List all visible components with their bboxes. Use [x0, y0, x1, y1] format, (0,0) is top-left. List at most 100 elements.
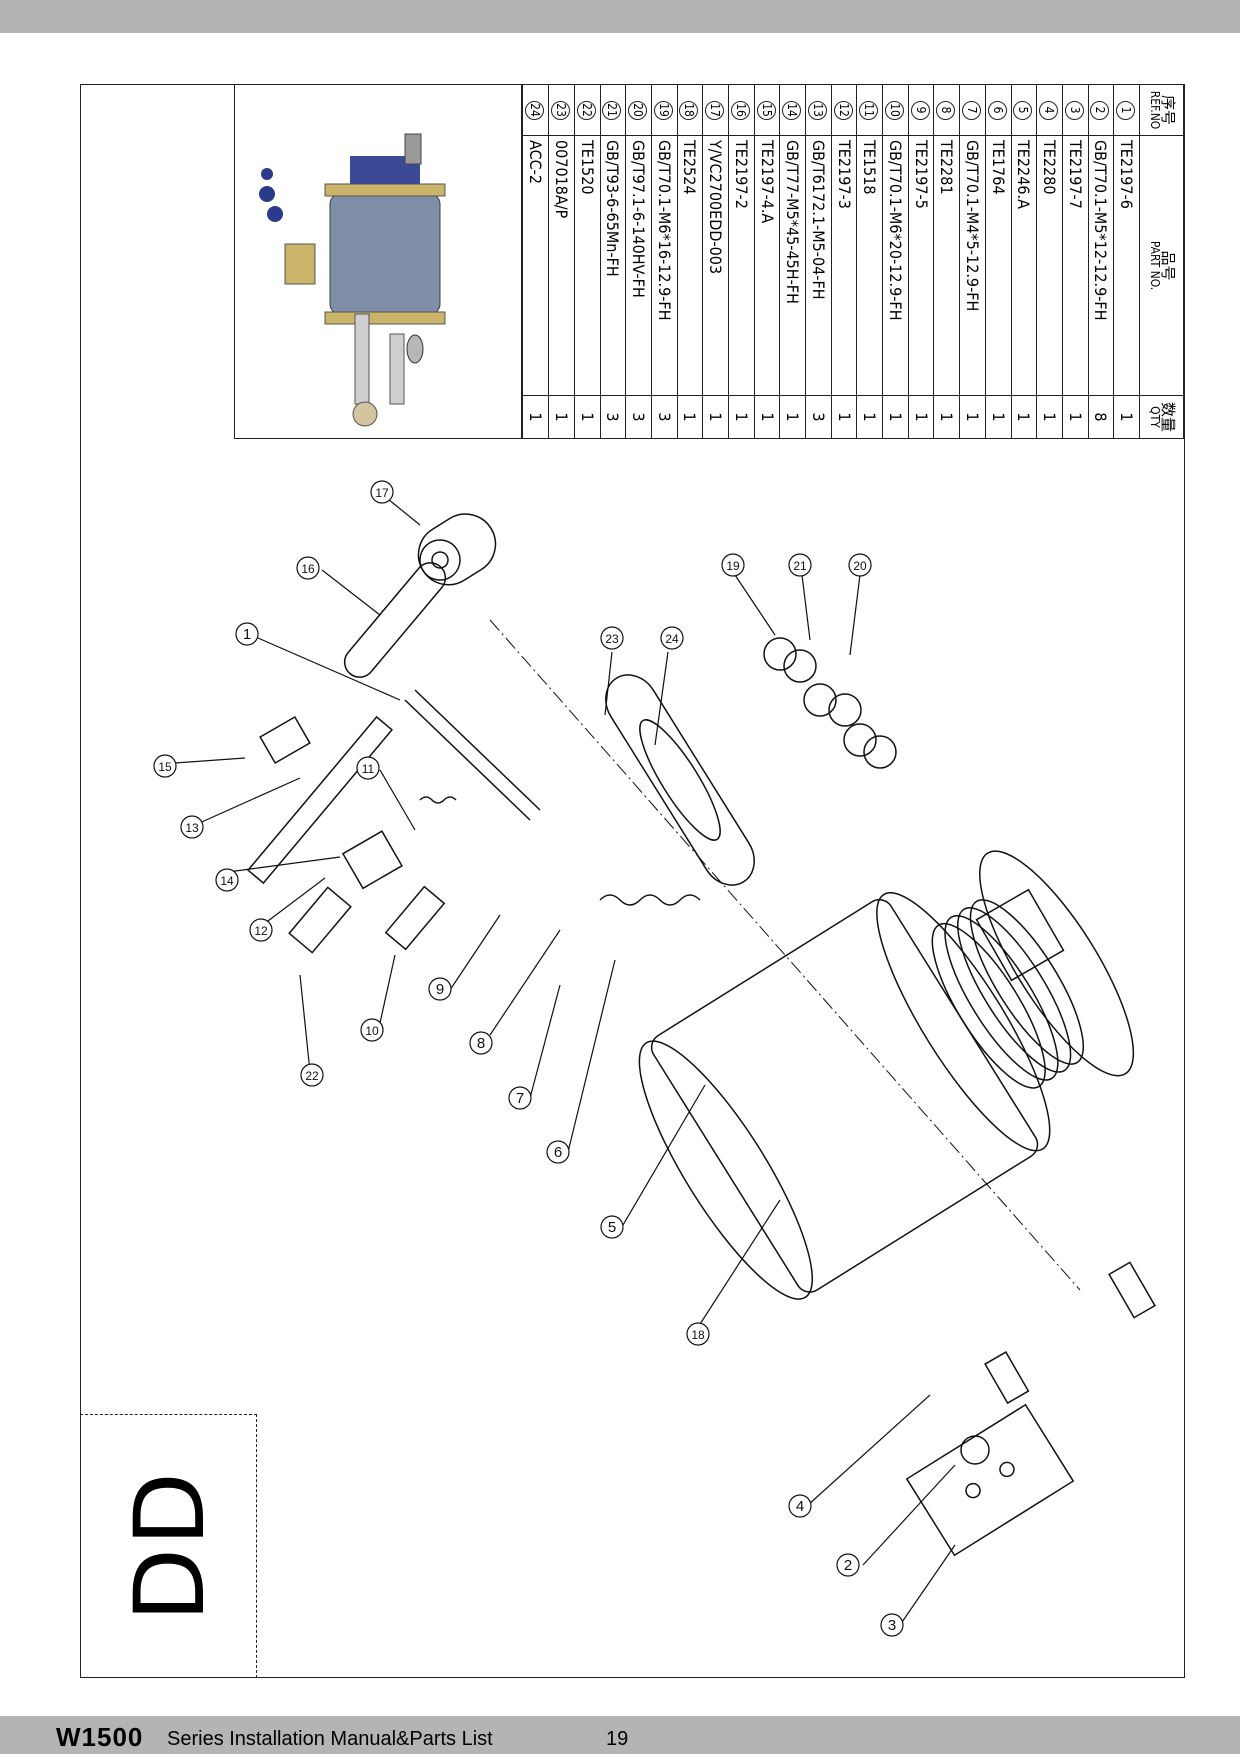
svg-text:2: 2 — [844, 1557, 852, 1574]
footer-model: W1500 — [56, 1722, 144, 1752]
ref-cell: 1 — [1113, 84, 1140, 136]
ref-cell: 13 — [805, 84, 832, 136]
svg-text:11: 11 — [362, 762, 375, 776]
part-number-cell: TE2281 — [934, 135, 960, 396]
ref-cell: 15 — [754, 84, 780, 136]
ref-cell: 5 — [1011, 84, 1037, 136]
qty-cell: 1 — [548, 395, 575, 439]
ref-number: 14 — [782, 100, 802, 120]
callout-20: 20 — [848, 553, 872, 577]
footer-bar — [0, 1716, 1240, 1754]
ref-number: 9 — [910, 100, 930, 120]
callout-11: 11 — [356, 756, 380, 780]
part-number-cell: TE1764 — [985, 135, 1012, 396]
ref-number: 3 — [1064, 100, 1084, 120]
callout-15: 15 — [153, 754, 177, 778]
svg-text:3: 3 — [888, 1617, 896, 1634]
part-number-cell: GB/T97.1-6-140HV-FH — [625, 135, 652, 396]
ref-number: 15 — [756, 100, 776, 120]
ref-cell: 12 — [831, 84, 857, 136]
section-label: DD — [114, 1470, 226, 1622]
svg-text:16: 16 — [301, 562, 315, 576]
ref-number: 5 — [1013, 100, 1033, 120]
part-number-cell: TE2524 — [677, 135, 703, 396]
ref-header: 序号 REF.NO — [1139, 84, 1184, 136]
ref-number: 22 — [576, 100, 596, 120]
part-header-en: PART NO. — [1148, 240, 1163, 291]
callout-6: 6 — [546, 1140, 570, 1164]
ref-cell: 21 — [600, 84, 626, 136]
part-number-cell: TE2246.A — [1011, 135, 1037, 396]
part-number-cell: GB/T70.1-M5*12-12.9-FH — [1088, 135, 1114, 396]
callout-10: 10 — [360, 1018, 384, 1042]
ref-number: 18 — [679, 100, 699, 120]
callout-12: 12 — [249, 918, 273, 942]
callout-13: 13 — [180, 815, 204, 839]
svg-text:8: 8 — [477, 1035, 485, 1052]
qty-cell: 1 — [959, 395, 986, 439]
ref-number: 16 — [730, 100, 750, 120]
qty-cell: 3 — [805, 395, 832, 439]
ref-cell: 8 — [934, 84, 960, 136]
qty-cell: 3 — [600, 395, 626, 439]
callout-9: 9 — [428, 977, 452, 1001]
part-header-cn: 品号 — [1159, 250, 1178, 281]
ref-header-en: REF.NO — [1148, 90, 1163, 130]
ref-cell: 18 — [677, 84, 703, 136]
part-number-cell: GB/T70.1-M6*16-12.9-FH — [651, 135, 678, 396]
ref-number: 23 — [551, 100, 571, 120]
ref-cell: 23 — [548, 84, 575, 136]
callout-4: 4 — [788, 1494, 812, 1518]
qty-cell: 8 — [1088, 395, 1114, 439]
ref-number: 11 — [859, 100, 879, 120]
part-number-cell: 007018A/P — [548, 135, 575, 396]
svg-text:14: 14 — [220, 874, 234, 888]
ref-header-cn: 序号 — [1159, 94, 1178, 125]
callout-7: 7 — [508, 1086, 532, 1110]
svg-text:4: 4 — [796, 1498, 804, 1515]
ref-cell: 7 — [959, 84, 986, 136]
callout-23: 23 — [600, 626, 624, 650]
page-number: 19 — [606, 1728, 629, 1750]
qty-cell: 1 — [779, 395, 806, 439]
drawing-frame — [80, 84, 1185, 1678]
header-bar — [0, 0, 1240, 33]
qty-cell: 1 — [574, 395, 601, 439]
qty-cell: 1 — [1036, 395, 1063, 439]
assembly-render-image — [259, 133, 446, 427]
part-number-cell: TE1520 — [574, 135, 601, 396]
qty-cell: 1 — [856, 395, 883, 439]
qty-cell: 1 — [985, 395, 1012, 439]
svg-text:15: 15 — [158, 760, 172, 774]
ref-cell: 11 — [856, 84, 883, 136]
qty-header: 数量 QTY — [1139, 395, 1184, 439]
ref-number: 17 — [705, 100, 725, 120]
svg-text:24: 24 — [665, 632, 679, 646]
svg-text:22: 22 — [305, 1069, 319, 1083]
svg-text:19: 19 — [726, 559, 740, 573]
part-number-cell: GB/T70.1-M4*5-12.9-FH — [959, 135, 986, 396]
callout-17: 17 — [370, 480, 394, 504]
ref-number: 1 — [1116, 100, 1136, 120]
part-number-cell: ACC-2 — [523, 135, 549, 396]
ref-cell: 16 — [728, 84, 755, 136]
callout-24: 24 — [660, 626, 684, 650]
callout-19: 19 — [721, 553, 745, 577]
part-number-cell: Y/VC2700EDD-003 — [702, 135, 729, 396]
ref-number: 20 — [628, 100, 648, 120]
qty-header-cn: 数量 — [1159, 401, 1178, 432]
ref-number: 21 — [602, 100, 622, 120]
callout-22: 22 — [300, 1063, 324, 1087]
part-number-cell: TE2197-2 — [728, 135, 755, 396]
